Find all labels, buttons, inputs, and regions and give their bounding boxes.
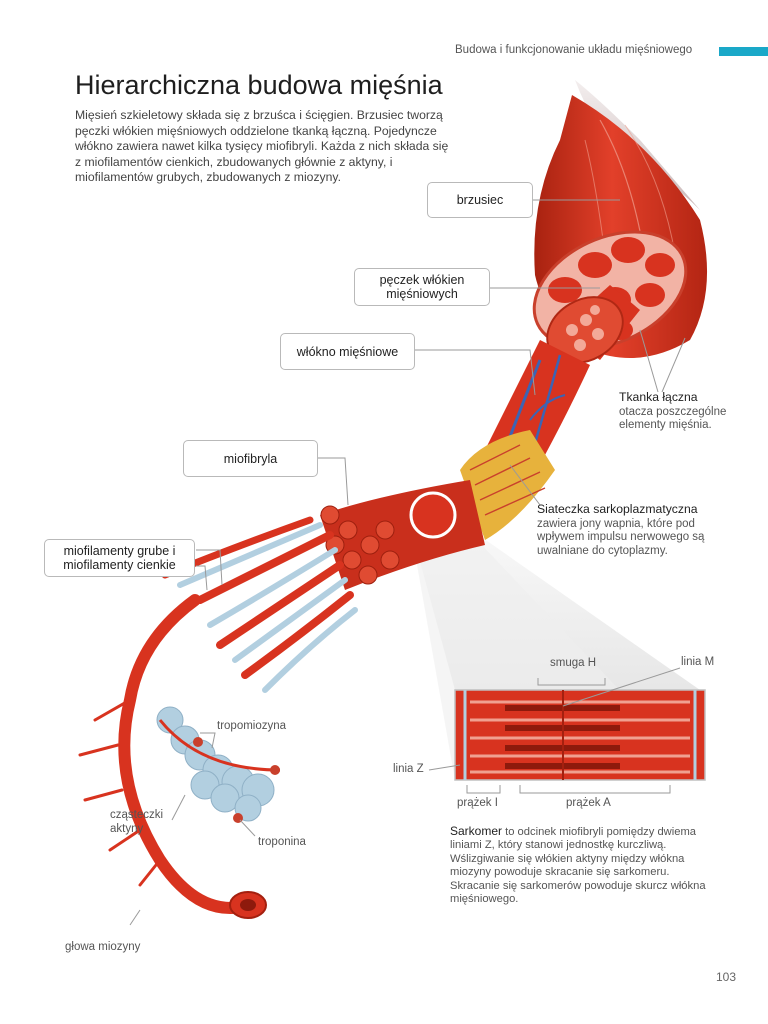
- label-glowa-miozyny: głowa miozyny: [65, 941, 141, 953]
- label-prazek-a: prążek A: [566, 797, 611, 809]
- note-siateczka-title: Siateczka sarkoplazmatyczna: [537, 502, 698, 516]
- label-linia-z: linia Z: [393, 763, 424, 775]
- label-wlokno: włókno mięśniowe: [280, 333, 415, 370]
- note-siateczka: Siateczka sarkoplazmatyczna zawiera jony…: [537, 502, 732, 558]
- myofilaments: [161, 516, 358, 693]
- sarkomer-text: to odcinek miofibryli pomiędzy dwiema li…: [450, 826, 706, 906]
- label-miofilamenty: miofilamenty grube i miofilamenty cienki…: [44, 539, 195, 577]
- label-tropomiozyna: tropomiozyna: [217, 720, 287, 732]
- page-title: Hierarchiczna budowa mięśnia: [75, 70, 443, 100]
- label-troponina: troponina: [258, 836, 306, 848]
- intro-paragraph: Mięsień szkieletowy składa się z brzuśca…: [75, 108, 449, 185]
- label-smuga-h: smuga H: [550, 657, 597, 669]
- sarcomere-inset: [454, 689, 706, 781]
- myosin-filament: [118, 594, 256, 914]
- label-brzusiec: brzusiec: [427, 182, 533, 218]
- note-siateczka-text: zawiera jony wapnia, które pod wpływem i…: [537, 517, 705, 557]
- sarkomer-term: Sarkomer: [450, 824, 503, 838]
- section-accent-bar: [719, 47, 768, 56]
- section-header: Budowa i funkcjonowanie układu mięśniowe…: [455, 44, 693, 56]
- label-peczek: pęczek włókien mięśniowych: [354, 268, 490, 306]
- note-tkanka-title: Tkanka łączna: [619, 390, 698, 404]
- page-number: 103: [716, 970, 737, 984]
- label-czasteczki-aktyny: cząsteczki aktyny: [110, 809, 164, 835]
- zoom-circle: [409, 491, 457, 539]
- sarkomer-description: Sarkomer to odcinek miofibryli pomiędzy …: [450, 824, 718, 906]
- label-miofibryla: miofibryla: [183, 440, 318, 477]
- sarcoplasmic-reticulum: [460, 430, 555, 540]
- label-linia-m: linia M: [681, 656, 715, 668]
- tropomyosin-strand: [158, 719, 281, 772]
- label-prazek-i: prążek I: [457, 797, 498, 809]
- note-tkanka-text: otacza poszczególne elementy mięśnia.: [619, 405, 727, 432]
- note-tkanka-laczna: Tkanka łączna otacza poszczególne elemen…: [619, 390, 749, 433]
